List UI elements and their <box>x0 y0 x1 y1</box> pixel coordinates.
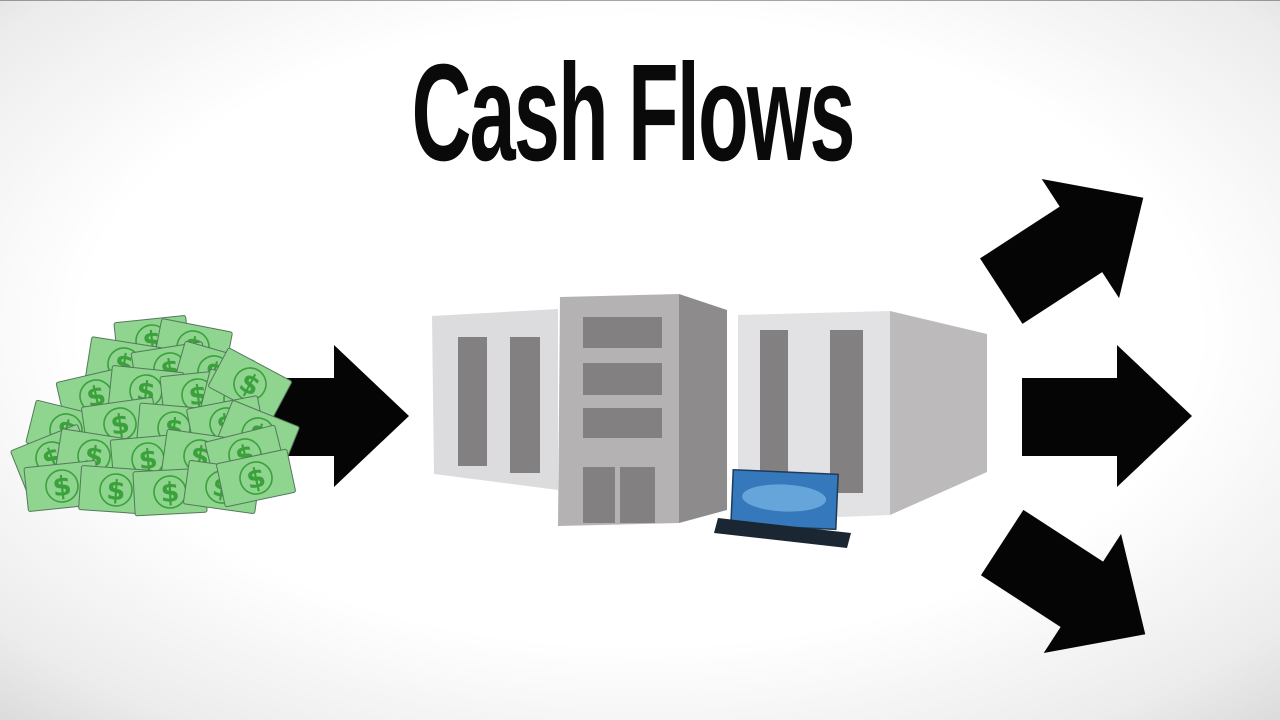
top-edge-line <box>0 0 1280 1</box>
money-pile-icon <box>9 314 301 517</box>
page-title: Cash Flows <box>411 36 856 190</box>
laptop-screen-highlight <box>742 484 827 512</box>
building-door <box>583 467 615 523</box>
building-window <box>760 330 788 493</box>
laptop-base <box>714 518 851 548</box>
building-door <box>620 467 655 523</box>
building-window <box>583 363 662 395</box>
laptop-icon <box>714 468 851 548</box>
company-building-icon <box>432 294 987 526</box>
outflow-arrow-up-right <box>980 179 1144 324</box>
building-window <box>583 408 662 438</box>
building-window <box>510 337 540 473</box>
building-window <box>458 337 487 466</box>
outflow-arrow-right <box>1022 345 1192 487</box>
building-tower-side <box>679 294 727 523</box>
building-right-wing-side <box>890 311 987 515</box>
building-window <box>583 317 662 348</box>
outflow-arrow-down-right <box>980 509 1146 653</box>
building-window <box>830 330 863 493</box>
